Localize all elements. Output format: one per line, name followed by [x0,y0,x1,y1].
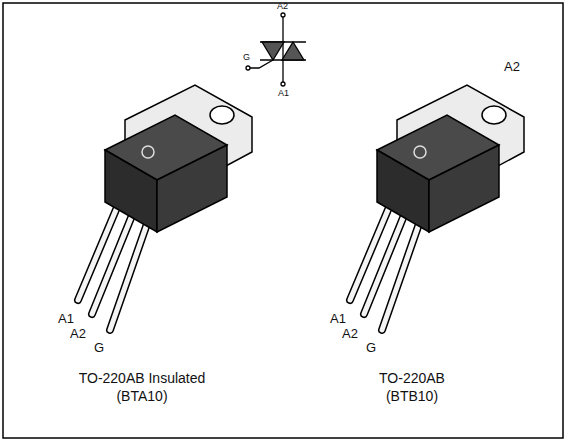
pin-label: A2 [504,60,520,73]
terminal-label: A1 [278,89,289,98]
triac-symbol [246,13,306,86]
terminal-label: G [243,53,250,62]
package-caption: (BTB10) [386,389,438,403]
package-caption: (BTA10) [116,389,167,403]
pin-label: G [366,341,376,354]
package-caption: TO-220AB Insulated [79,371,206,385]
package-caption: TO-220AB [379,371,445,385]
pin-label: G [94,341,104,354]
pin-label: A2 [342,327,358,340]
to220-package [350,85,524,330]
frame [3,3,563,438]
pin-label: A2 [70,327,86,340]
pin-label: A1 [330,312,346,325]
to220-insulated-package [78,85,252,330]
pin-label: A1 [58,312,74,325]
terminal-label: A2 [277,2,288,11]
